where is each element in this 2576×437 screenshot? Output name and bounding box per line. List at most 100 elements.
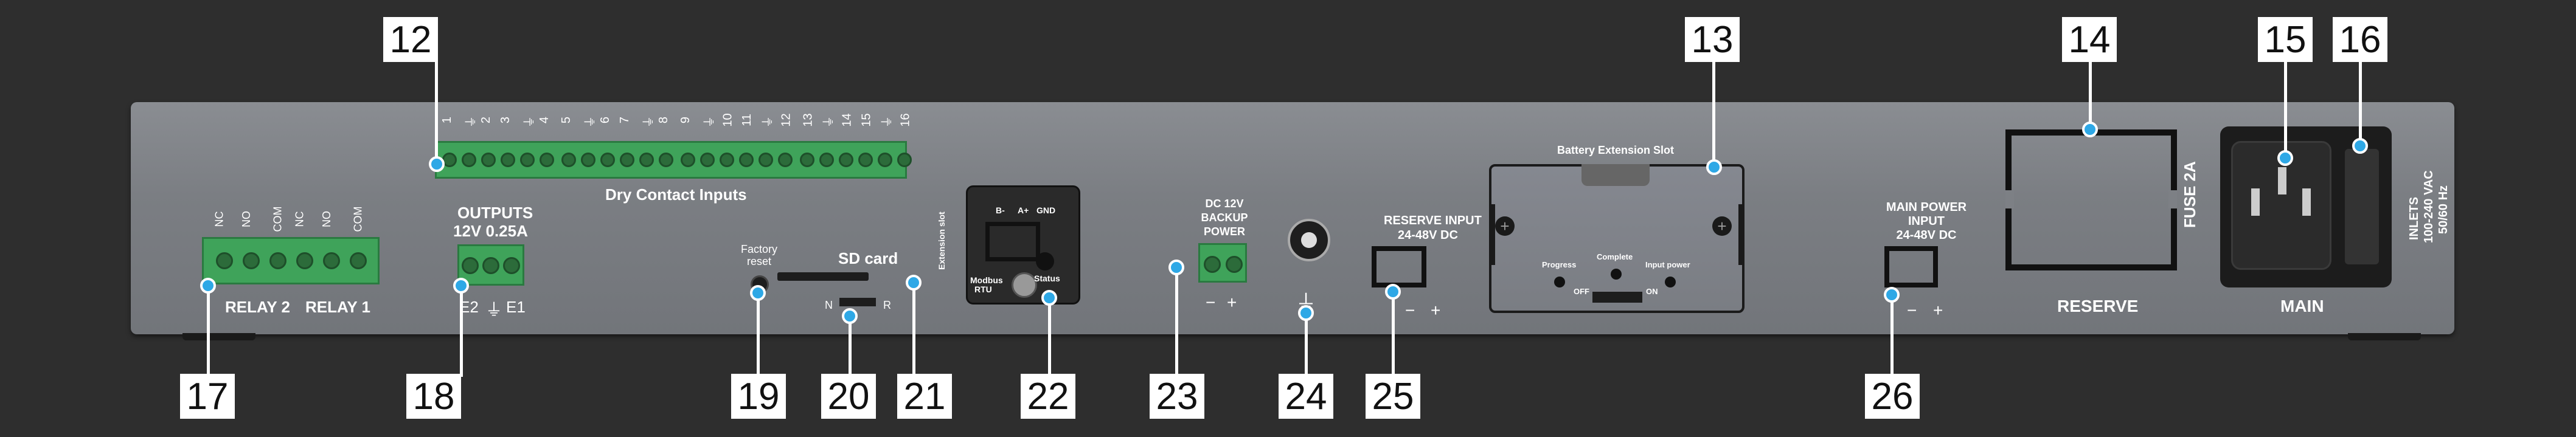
- reserve-input-line2: 24-48V DC: [1398, 229, 1458, 242]
- battery-input-power-label: Input power: [1645, 260, 1690, 269]
- socket-pin: [2302, 188, 2311, 216]
- callout-line: [849, 316, 852, 377]
- reserve-psu-slot[interactable]: [2005, 129, 2177, 270]
- relay-1-label: RELAY 1: [305, 298, 370, 316]
- relay-terminal-block[interactable]: [202, 237, 380, 284]
- terminal-screw: [503, 257, 520, 274]
- reserve-label: RESERVE: [2057, 297, 2139, 315]
- terminal-screw: [561, 153, 576, 167]
- sd-n-label: N: [825, 299, 833, 311]
- status-label: Status: [1034, 274, 1060, 283]
- progress-led: [1554, 277, 1565, 287]
- sd-card-slot[interactable]: [777, 272, 869, 281]
- dry-contact-pin-label: 14: [840, 113, 854, 127]
- dry-contact-pin-label: 15: [859, 113, 873, 127]
- terminal-screw: [839, 153, 853, 167]
- callout-dot: [429, 156, 445, 172]
- dry-contact-pin-label: ⏚: [464, 115, 478, 128]
- panel-foot: [2348, 333, 2421, 340]
- battery-switch[interactable]: [1592, 292, 1642, 303]
- dry-contact-pin-label: 10: [721, 113, 735, 127]
- dry-contact-pin-label: ⏚: [642, 115, 656, 128]
- dry-contact-pin-label: ⏚: [583, 115, 597, 128]
- callout-line: [2089, 61, 2092, 129]
- panel-foot: [182, 333, 255, 340]
- callout-dot: [1385, 284, 1401, 300]
- sd-card-label: SD card: [838, 249, 898, 267]
- factory-reset-label-line1: Factory: [740, 243, 777, 255]
- terminal-screw: [462, 257, 479, 274]
- callout-dot: [1168, 260, 1184, 275]
- dry-contact-pin-label: ⏚: [522, 115, 536, 128]
- callout-line: [1048, 298, 1051, 377]
- callout-26: 26: [1865, 374, 1920, 419]
- reserve-minus-label: −: [1405, 301, 1415, 320]
- callout-line: [1392, 292, 1395, 377]
- dc-plus-label: +: [1227, 293, 1237, 312]
- relay-pin-label: COM: [271, 206, 284, 232]
- battery-on-label: ON: [1646, 287, 1658, 296]
- battery-extension-slot[interactable]: [1489, 164, 1745, 313]
- callout-dot: [1041, 290, 1057, 306]
- terminal-screw: [600, 153, 615, 167]
- terminal-screw: [858, 153, 873, 167]
- sd-r-label: R: [883, 299, 891, 311]
- reserve-input-connector[interactable]: [1372, 246, 1426, 287]
- battery-slot-tab[interactable]: [1581, 164, 1650, 186]
- terminal-screw: [243, 252, 260, 269]
- sd-card-mini-slot[interactable]: [839, 298, 876, 306]
- callout-line: [1305, 313, 1308, 377]
- main-power-line3: 24-48V DC: [1896, 229, 1957, 242]
- terminal-screw: [639, 153, 654, 167]
- dry-contact-terminal-block[interactable]: [435, 141, 912, 179]
- screw-icon: [1012, 272, 1037, 298]
- dry-contact-pin-label: 2: [479, 116, 493, 124]
- dry-contact-pin-label: 9: [679, 116, 693, 124]
- callout-20: 20: [821, 374, 876, 419]
- dc-backup-terminal-block[interactable]: [1198, 243, 1247, 283]
- dry-contact-pin-label: ⏚: [822, 115, 836, 128]
- callout-line: [460, 286, 463, 377]
- terminal-screw: [700, 153, 715, 167]
- modbus-connector[interactable]: [985, 222, 1040, 261]
- callout-dot: [453, 278, 469, 294]
- callout-line: [2359, 61, 2362, 146]
- callout-16: 16: [2333, 17, 2387, 62]
- main-minus-label: −: [1907, 301, 1917, 320]
- dc-backup-line1: DC 12V: [1205, 198, 1244, 210]
- terminal-screw: [269, 252, 286, 269]
- dry-contact-inputs-label: Dry Contact Inputs: [605, 185, 747, 204]
- screw-icon: +: [1495, 216, 1515, 236]
- outputs-terminal-block[interactable]: [457, 244, 524, 286]
- ground-screw: [1288, 219, 1330, 261]
- inlets-label-line2: 100-240 VAC: [2422, 170, 2435, 243]
- main-power-line1: MAIN POWER: [1886, 201, 1967, 214]
- callout-line: [1175, 267, 1178, 377]
- terminal-screw: [581, 153, 595, 167]
- modbus-label: Modbus: [970, 275, 1003, 285]
- device-rear-panel: [131, 102, 2454, 334]
- callout-line: [757, 293, 760, 378]
- terminal-screw: [681, 153, 695, 167]
- fuse-label: FUSE 2A: [2181, 161, 2199, 228]
- callout-17: 17: [180, 374, 235, 419]
- factory-reset-label-line2: reset: [746, 255, 772, 267]
- main-plus-label: +: [1933, 301, 1943, 320]
- relay-2-label: RELAY 2: [225, 298, 290, 316]
- modbus-b-minus-label: B-: [996, 205, 1005, 215]
- callout-21: 21: [897, 374, 952, 419]
- socket-pin: [2251, 188, 2260, 216]
- battery-slot-rail: [1738, 204, 1745, 265]
- main-power-connector[interactable]: [1884, 246, 1938, 287]
- dry-contact-pin-label: 1: [440, 116, 454, 124]
- fuse-holder[interactable]: [2345, 149, 2379, 264]
- ground-icon: ⏚: [485, 300, 503, 319]
- relay-pin-label: NC: [213, 211, 226, 227]
- dry-contact-pin-label: 7: [618, 116, 632, 124]
- callout-line: [1712, 61, 1715, 167]
- terminal-screw: [216, 252, 233, 269]
- terminal-screw: [482, 257, 499, 274]
- outputs-title: OUTPUTS: [457, 204, 533, 222]
- callout-13: 13: [1685, 17, 1740, 62]
- battery-progress-label: Progress: [1542, 260, 1577, 269]
